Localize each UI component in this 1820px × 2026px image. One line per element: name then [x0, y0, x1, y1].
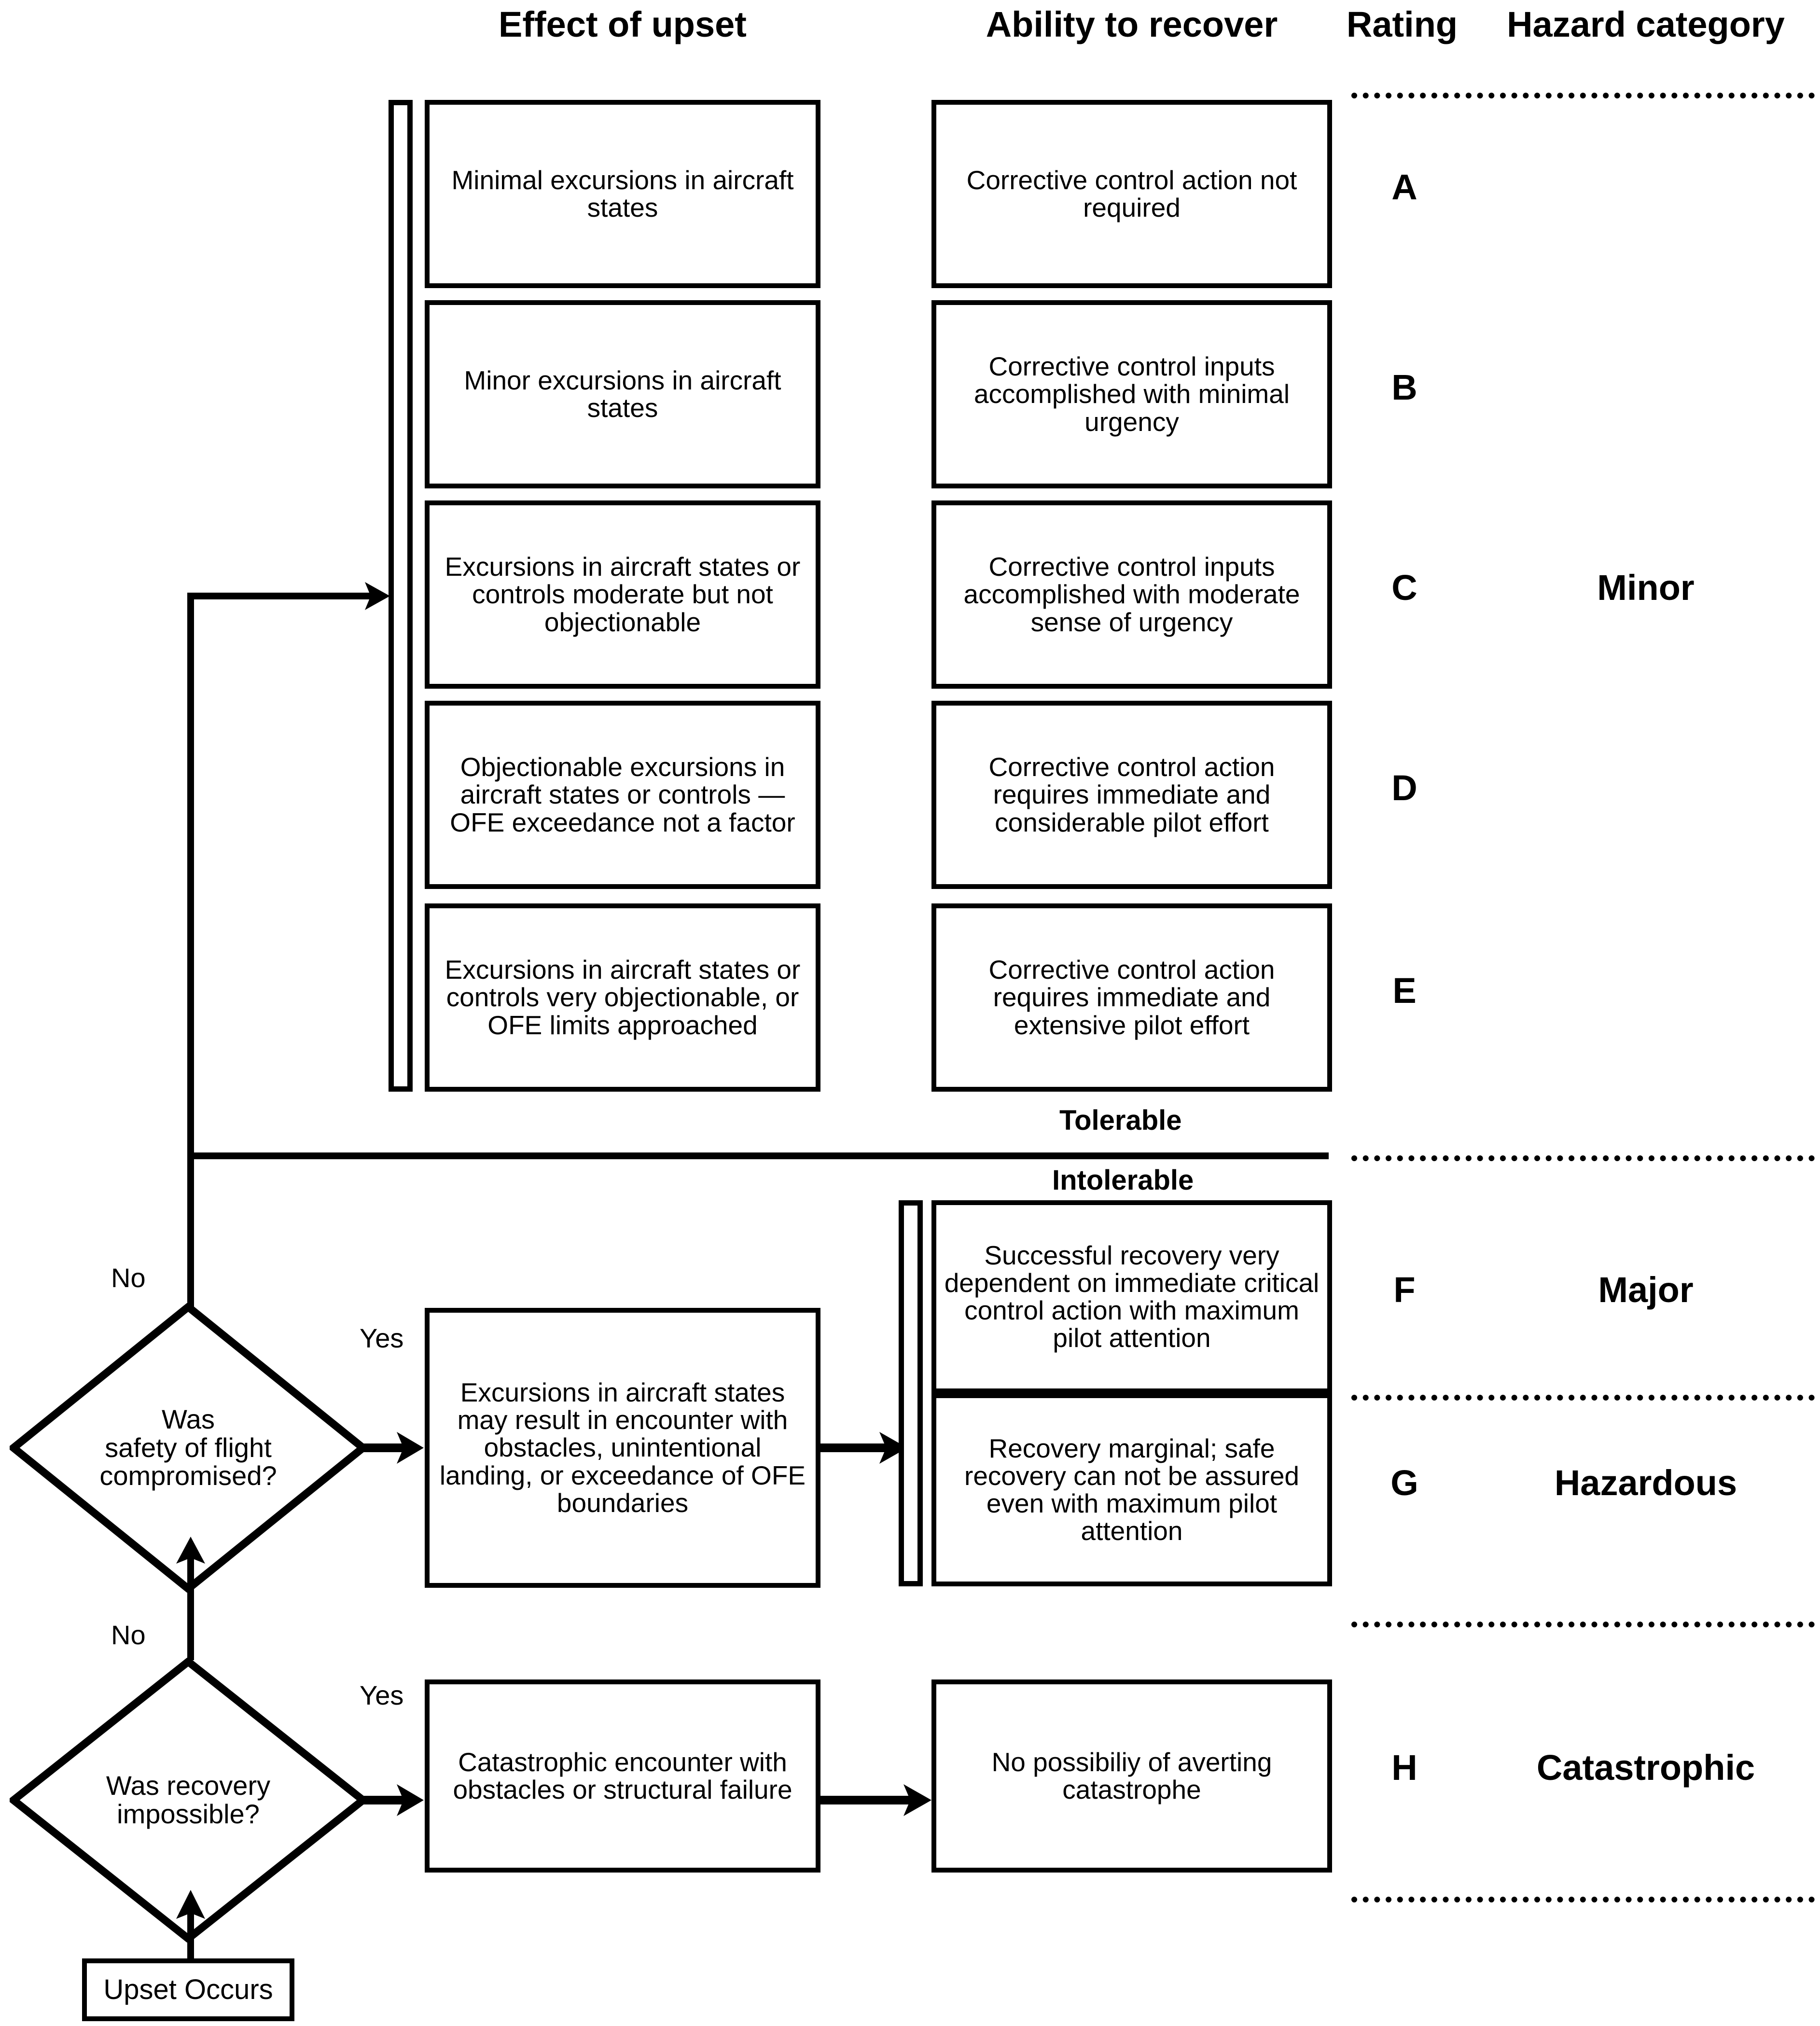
tolerable-label: Tolerable — [1059, 1105, 1182, 1136]
catastrophic-effect-to-recover-arrow — [820, 1778, 936, 1822]
recover-box-f: Successful recovery very dependent on im… — [931, 1200, 1332, 1393]
major-hazardous-group-bracket — [899, 1200, 923, 1586]
minor-group-bracket — [389, 100, 413, 1092]
hazard-category-catastrophic: Catastrophic — [1536, 1748, 1755, 1788]
rating-g: G — [1390, 1463, 1418, 1503]
effect-box-a-text: Minimal excursions in aircraft states — [451, 165, 794, 222]
effect-box-e: Excursions in aircraft states or control… — [425, 903, 820, 1092]
safety-effect-to-recover-arrow — [820, 1426, 912, 1470]
hazard-category-major: Major — [1598, 1270, 1694, 1310]
tolerable-boundary-line — [187, 1152, 1329, 1159]
start-to-recovery-arrow — [167, 1887, 215, 1959]
start-node-upset-occurs[interactable]: Upset Occurs — [82, 1958, 294, 2021]
effect-box-c: Excursions in aircraft states or control… — [425, 500, 820, 689]
rating-h: H — [1391, 1748, 1417, 1788]
effect-box-b: Minor excursions in aircraft states — [425, 300, 820, 488]
hazard-divider-minor-major — [1351, 1155, 1815, 1161]
recover-box-d: Corrective control action requires immed… — [931, 701, 1332, 889]
recover-box-g-text: Recovery marginal; safe recovery can not… — [964, 1433, 1299, 1546]
no-feedback-vertical-line — [187, 595, 194, 1154]
recover-box-d-text: Corrective control action requires immed… — [988, 752, 1275, 837]
effect-box-safety: Excursions in aircraft states may result… — [425, 1308, 820, 1588]
effect-box-e-text: Excursions in aircraft states or control… — [445, 955, 801, 1040]
column-header-effect-of-upset: Effect of upset — [499, 4, 747, 44]
rating-f: F — [1393, 1270, 1416, 1310]
effect-box-b-text: Minor excursions in aircraft states — [464, 365, 781, 423]
hazard-category-minor: Minor — [1597, 568, 1695, 608]
column-header-ability-to-recover: Ability to recover — [986, 4, 1278, 44]
effect-box-catastrophic: Catastrophic encounter with obstacles or… — [425, 1679, 820, 1873]
recover-box-f-text: Successful recovery very dependent on im… — [944, 1240, 1320, 1353]
recover-box-g: Recovery marginal; safe recovery can not… — [931, 1393, 1332, 1586]
recover-box-a-text: Corrective control action not required — [966, 165, 1297, 222]
recover-box-c: Corrective control inputs accomplished w… — [931, 500, 1332, 689]
effect-box-c-text: Excursions in aircraft states or control… — [445, 552, 801, 637]
hazard-divider-hazardous-catastrophic — [1351, 1622, 1815, 1627]
recovery-yes-arrow — [362, 1778, 430, 1822]
recover-box-h: No possibiliy of averting catastrophe — [931, 1679, 1332, 1873]
safety-diamond-yes-label: Yes — [360, 1323, 404, 1353]
effect-box-d: Objectionable excursions in aircraft sta… — [425, 701, 820, 889]
recover-box-b-text: Corrective control inputs accomplished w… — [973, 351, 1290, 437]
recover-box-e-text: Corrective control action requires immed… — [988, 955, 1275, 1040]
rating-a: A — [1391, 167, 1417, 207]
recovery-diamond-no-label: No — [111, 1620, 146, 1650]
hazard-divider-major-hazardous — [1351, 1395, 1815, 1401]
recover-box-e: Corrective control action requires immed… — [931, 903, 1332, 1092]
hazard-divider-top — [1351, 93, 1815, 98]
recovery-diamond-yes-label: Yes — [360, 1680, 404, 1710]
safety-diamond-no-label: No — [111, 1263, 146, 1293]
safety-to-recovery-line — [187, 1593, 194, 1660]
effect-box-catastrophic-text: Catastrophic encounter with obstacles or… — [453, 1747, 792, 1804]
start-node-label: Upset Occurs — [103, 1973, 273, 2005]
no-feedback-arrow — [187, 574, 400, 618]
rating-d: D — [1391, 768, 1417, 808]
hazard-divider-bottom — [1351, 1897, 1815, 1902]
recover-box-c-text: Corrective control inputs accomplished w… — [963, 552, 1300, 637]
safety-no-up-arrow — [167, 1535, 215, 1602]
boundary-to-safety-diamond-line — [187, 1152, 194, 1307]
recover-box-h-text: No possibiliy of averting catastrophe — [991, 1747, 1272, 1804]
recover-box-b: Corrective control inputs accomplished w… — [931, 300, 1332, 488]
effect-box-a: Minimal excursions in aircraft states — [425, 100, 820, 288]
rating-e: E — [1392, 971, 1417, 1011]
effect-box-safety-text: Excursions in aircraft states may result… — [439, 1377, 806, 1518]
rating-c: C — [1391, 568, 1417, 608]
effect-box-d-text: Objectionable excursions in aircraft sta… — [450, 752, 795, 837]
column-header-hazard-category: Hazard category — [1507, 4, 1785, 44]
recover-box-a: Corrective control action not required — [931, 100, 1332, 288]
column-header-rating: Rating — [1346, 4, 1458, 44]
rating-b: B — [1391, 367, 1417, 407]
hazard-category-hazardous: Hazardous — [1554, 1463, 1737, 1503]
intolerable-label: Intolerable — [1052, 1165, 1194, 1196]
safety-yes-arrow — [362, 1426, 430, 1470]
